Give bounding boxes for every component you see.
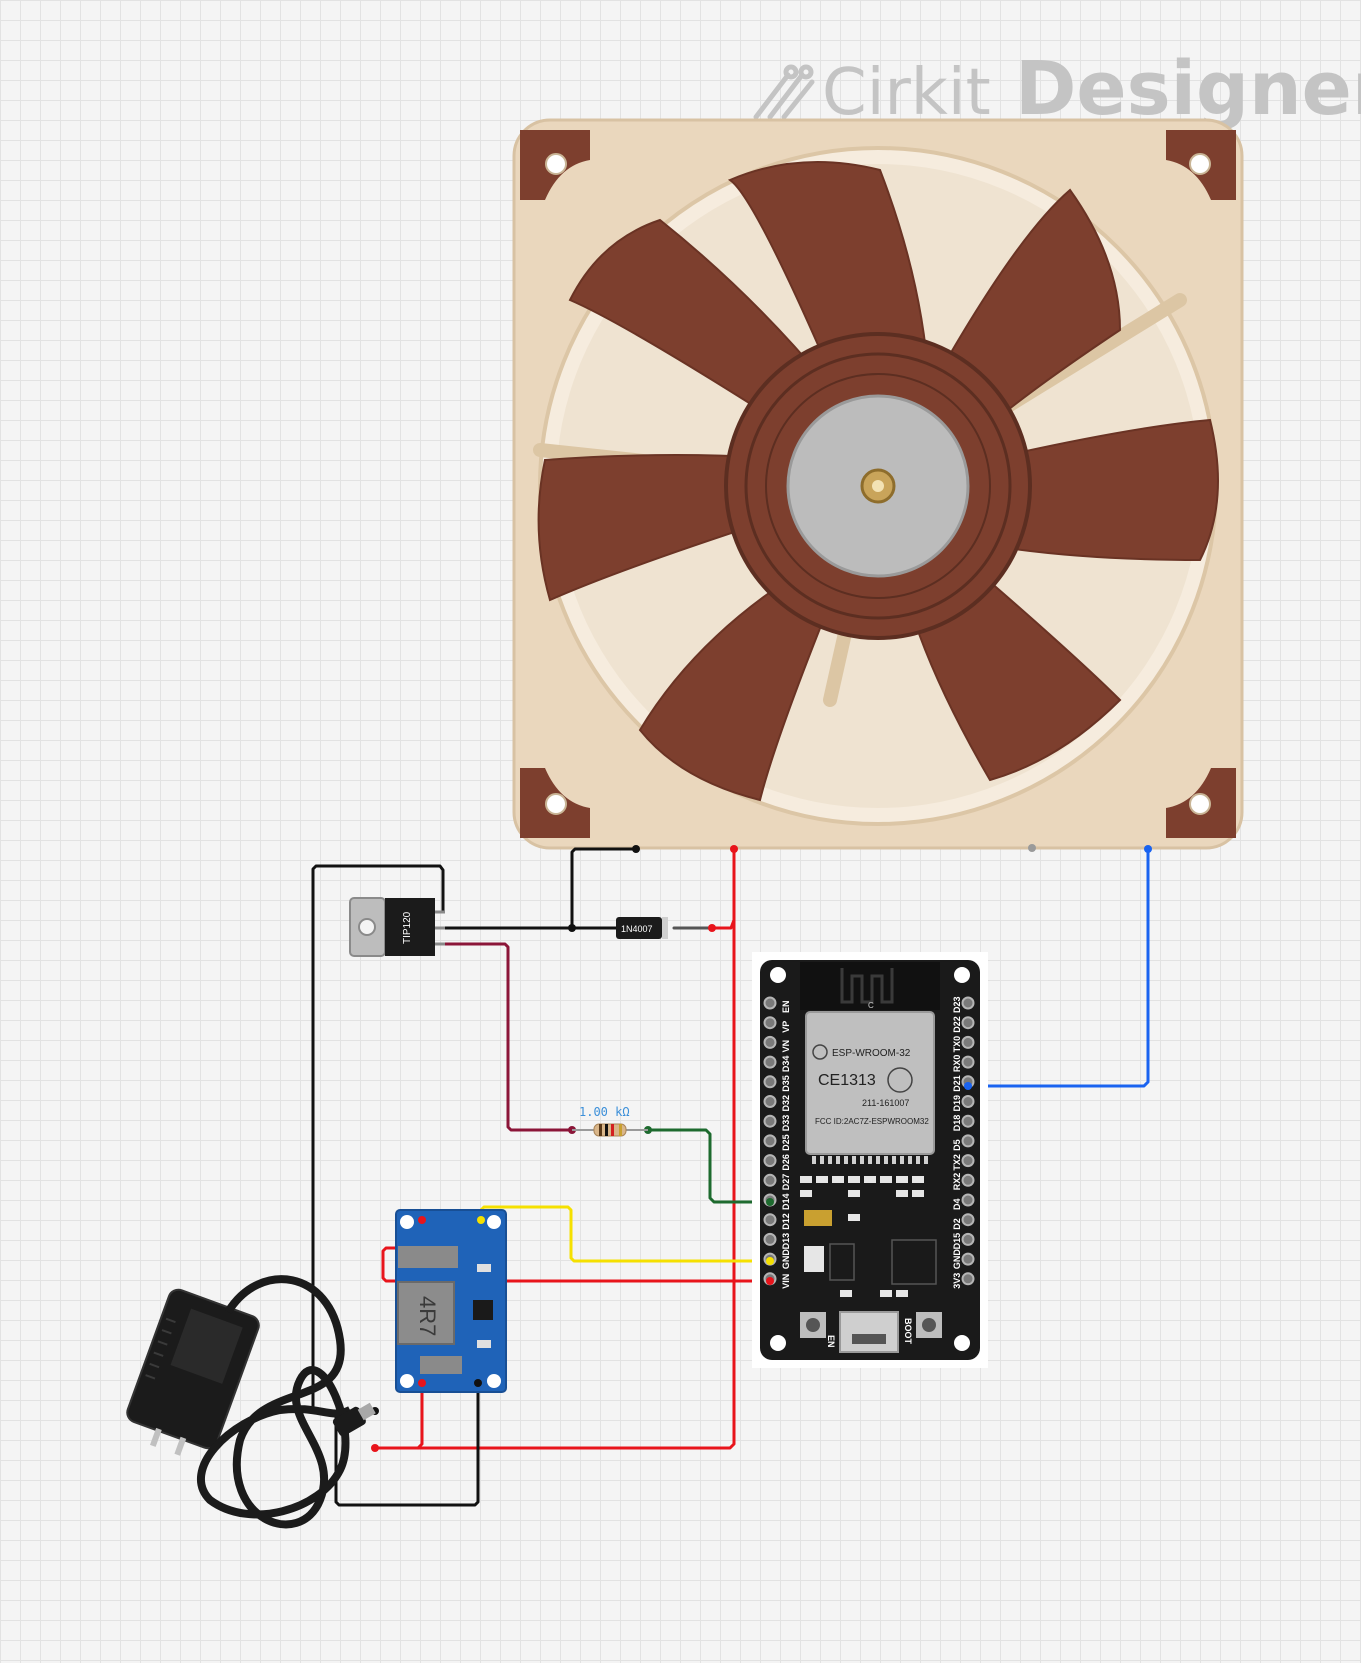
esp32-module-name: ESP-WROOM-32 <box>832 1048 911 1059</box>
esp32-devkit[interactable]: C ESP-WROOM-32 CE1313 211-161007 FCC ID:… <box>752 952 988 1368</box>
esp32-pin-label-d12: D12 <box>781 1213 791 1230</box>
esp32-pin-left-d25[interactable] <box>763 1134 777 1148</box>
wire-emitter-to-resistor[interactable] <box>441 942 574 1132</box>
esp32-pin-label-d23: D23 <box>952 996 962 1013</box>
esp32-pin-left-d13[interactable] <box>763 1232 777 1246</box>
resistor-1k[interactable]: 1.00 kΩ <box>572 1105 648 1137</box>
esp32-pin-left-en[interactable] <box>763 996 777 1010</box>
esp32-pin-label-d21: D21 <box>952 1075 962 1092</box>
esp32-pin-label-gnd: GND <box>781 1249 791 1270</box>
esp32-pin-left-d27[interactable] <box>763 1173 777 1187</box>
esp32-pin-label-vp: VP <box>781 1021 791 1033</box>
esp32-pin-label-rx0: RX0 <box>952 1055 962 1073</box>
transistor-label: TIP120 <box>402 911 413 944</box>
cirkit-logo-icon <box>753 64 815 120</box>
esp32-pin-label-d14: D14 <box>781 1193 791 1210</box>
inductor-label: 4R7 <box>415 1296 440 1336</box>
esp32-pin-left-d34[interactable] <box>763 1055 777 1069</box>
brand-name-light: Cirkit <box>822 56 991 130</box>
esp32-shield-letter: C <box>868 1001 874 1010</box>
esp32-pin-label-d33: D33 <box>781 1115 791 1132</box>
esp32-pin-label-d18: D18 <box>952 1115 962 1132</box>
esp32-pin-label-d19: D19 <box>952 1095 962 1112</box>
esp32-button-en[interactable]: EN <box>826 1335 836 1348</box>
esp32-pin-right-tx2[interactable] <box>961 1154 975 1168</box>
resistor-label: 1.00 kΩ <box>579 1105 630 1119</box>
wire-fan-negative[interactable] <box>570 847 638 930</box>
esp32-pin-left-d26[interactable] <box>763 1154 777 1168</box>
esp32-ce-mark: CE1313 <box>818 1072 876 1089</box>
esp32-pin-right-3v3[interactable] <box>961 1272 975 1286</box>
esp32-pin-label-d2: D2 <box>952 1218 962 1230</box>
transistor-tip120[interactable]: TIP120 <box>349 897 445 957</box>
esp32-pin-right-d5[interactable] <box>961 1134 975 1148</box>
esp32-pin-right-gnd[interactable] <box>961 1252 975 1266</box>
esp32-pin-label-d27: D27 <box>781 1174 791 1191</box>
diode-label: 1N4007 <box>621 924 653 934</box>
esp32-pin-label-vin: VIN <box>781 1274 791 1289</box>
esp32-pin-label-d25: D25 <box>781 1134 791 1151</box>
wire-buck-to-esp-gnd[interactable] <box>479 1205 772 1263</box>
esp32-pin-right-d22[interactable] <box>961 1016 975 1030</box>
esp32-pin-right-d23[interactable] <box>961 996 975 1010</box>
esp32-pin-label-rx2: RX2 <box>952 1173 962 1191</box>
esp32-button-boot[interactable]: BOOT <box>903 1318 913 1345</box>
esp32-pin-label-d32: D32 <box>781 1095 791 1112</box>
esp32-pin-left-vn[interactable] <box>763 1035 777 1049</box>
wire-resistor-to-d14[interactable] <box>646 1128 772 1204</box>
cooling-fan-icon[interactable] <box>512 118 1244 852</box>
wire-fan-tach-to-d21[interactable] <box>966 847 1150 1088</box>
esp32-pin-left-d12[interactable] <box>763 1213 777 1227</box>
esp32-pin-left-vp[interactable] <box>763 1016 777 1030</box>
esp32-pin-label-d35: D35 <box>781 1075 791 1092</box>
esp32-cert-code: 211-161007 <box>862 1098 909 1108</box>
esp32-pin-right-tx0[interactable] <box>961 1035 975 1049</box>
esp32-pin-label-d4: D4 <box>952 1198 962 1210</box>
esp32-pin-label-d15: D15 <box>952 1233 962 1250</box>
esp32-pin-left-d33[interactable] <box>763 1114 777 1128</box>
esp32-pin-label-d22: D22 <box>952 1016 962 1033</box>
esp32-pin-left-d32[interactable] <box>763 1095 777 1108</box>
wall-adapter-icon[interactable] <box>119 1275 378 1529</box>
esp32-pin-label-gnd: GND <box>952 1249 962 1270</box>
esp32-pin-right-d19[interactable] <box>961 1095 975 1108</box>
esp32-pin-label-d26: D26 <box>781 1154 791 1171</box>
esp32-pin-right-d2[interactable] <box>961 1213 975 1227</box>
esp32-pin-label-3v3: 3V3 <box>952 1273 962 1289</box>
esp32-fcc-id: FCC ID:2AC7Z-ESPWROOM32 <box>815 1117 929 1126</box>
esp32-pin-label-d13: D13 <box>781 1233 791 1250</box>
esp32-pin-label-d5: D5 <box>952 1139 962 1151</box>
esp32-pin-right-rx0[interactable] <box>961 1055 975 1069</box>
buck-converter[interactable]: 4R7 <box>395 1209 507 1393</box>
esp32-pin-right-d15[interactable] <box>961 1232 975 1246</box>
esp32-pin-right-rx2[interactable] <box>961 1173 975 1187</box>
wire-fan-positive[interactable] <box>373 847 736 1450</box>
esp32-pin-right-d18[interactable] <box>961 1114 975 1128</box>
esp32-pin-label-d34: D34 <box>781 1056 791 1073</box>
esp32-pin-right-d4[interactable] <box>961 1193 975 1207</box>
wire-buck-input-ground[interactable] <box>334 1381 480 1507</box>
wire-buck-input-positive[interactable] <box>416 1381 424 1450</box>
esp32-pin-label-tx0: TX0 <box>952 1036 962 1053</box>
esp32-pin-label-vn: VN <box>781 1040 791 1053</box>
brand-name-bold: Designer <box>1015 46 1361 132</box>
brand-logo: Cirkit Designer <box>753 46 1361 132</box>
esp32-pin-left-d35[interactable] <box>763 1075 777 1089</box>
diode-1n4007[interactable]: 1N4007 <box>616 917 668 939</box>
esp32-pin-label-en: EN <box>781 1000 791 1013</box>
esp32-pin-label-tx2: TX2 <box>952 1154 962 1171</box>
